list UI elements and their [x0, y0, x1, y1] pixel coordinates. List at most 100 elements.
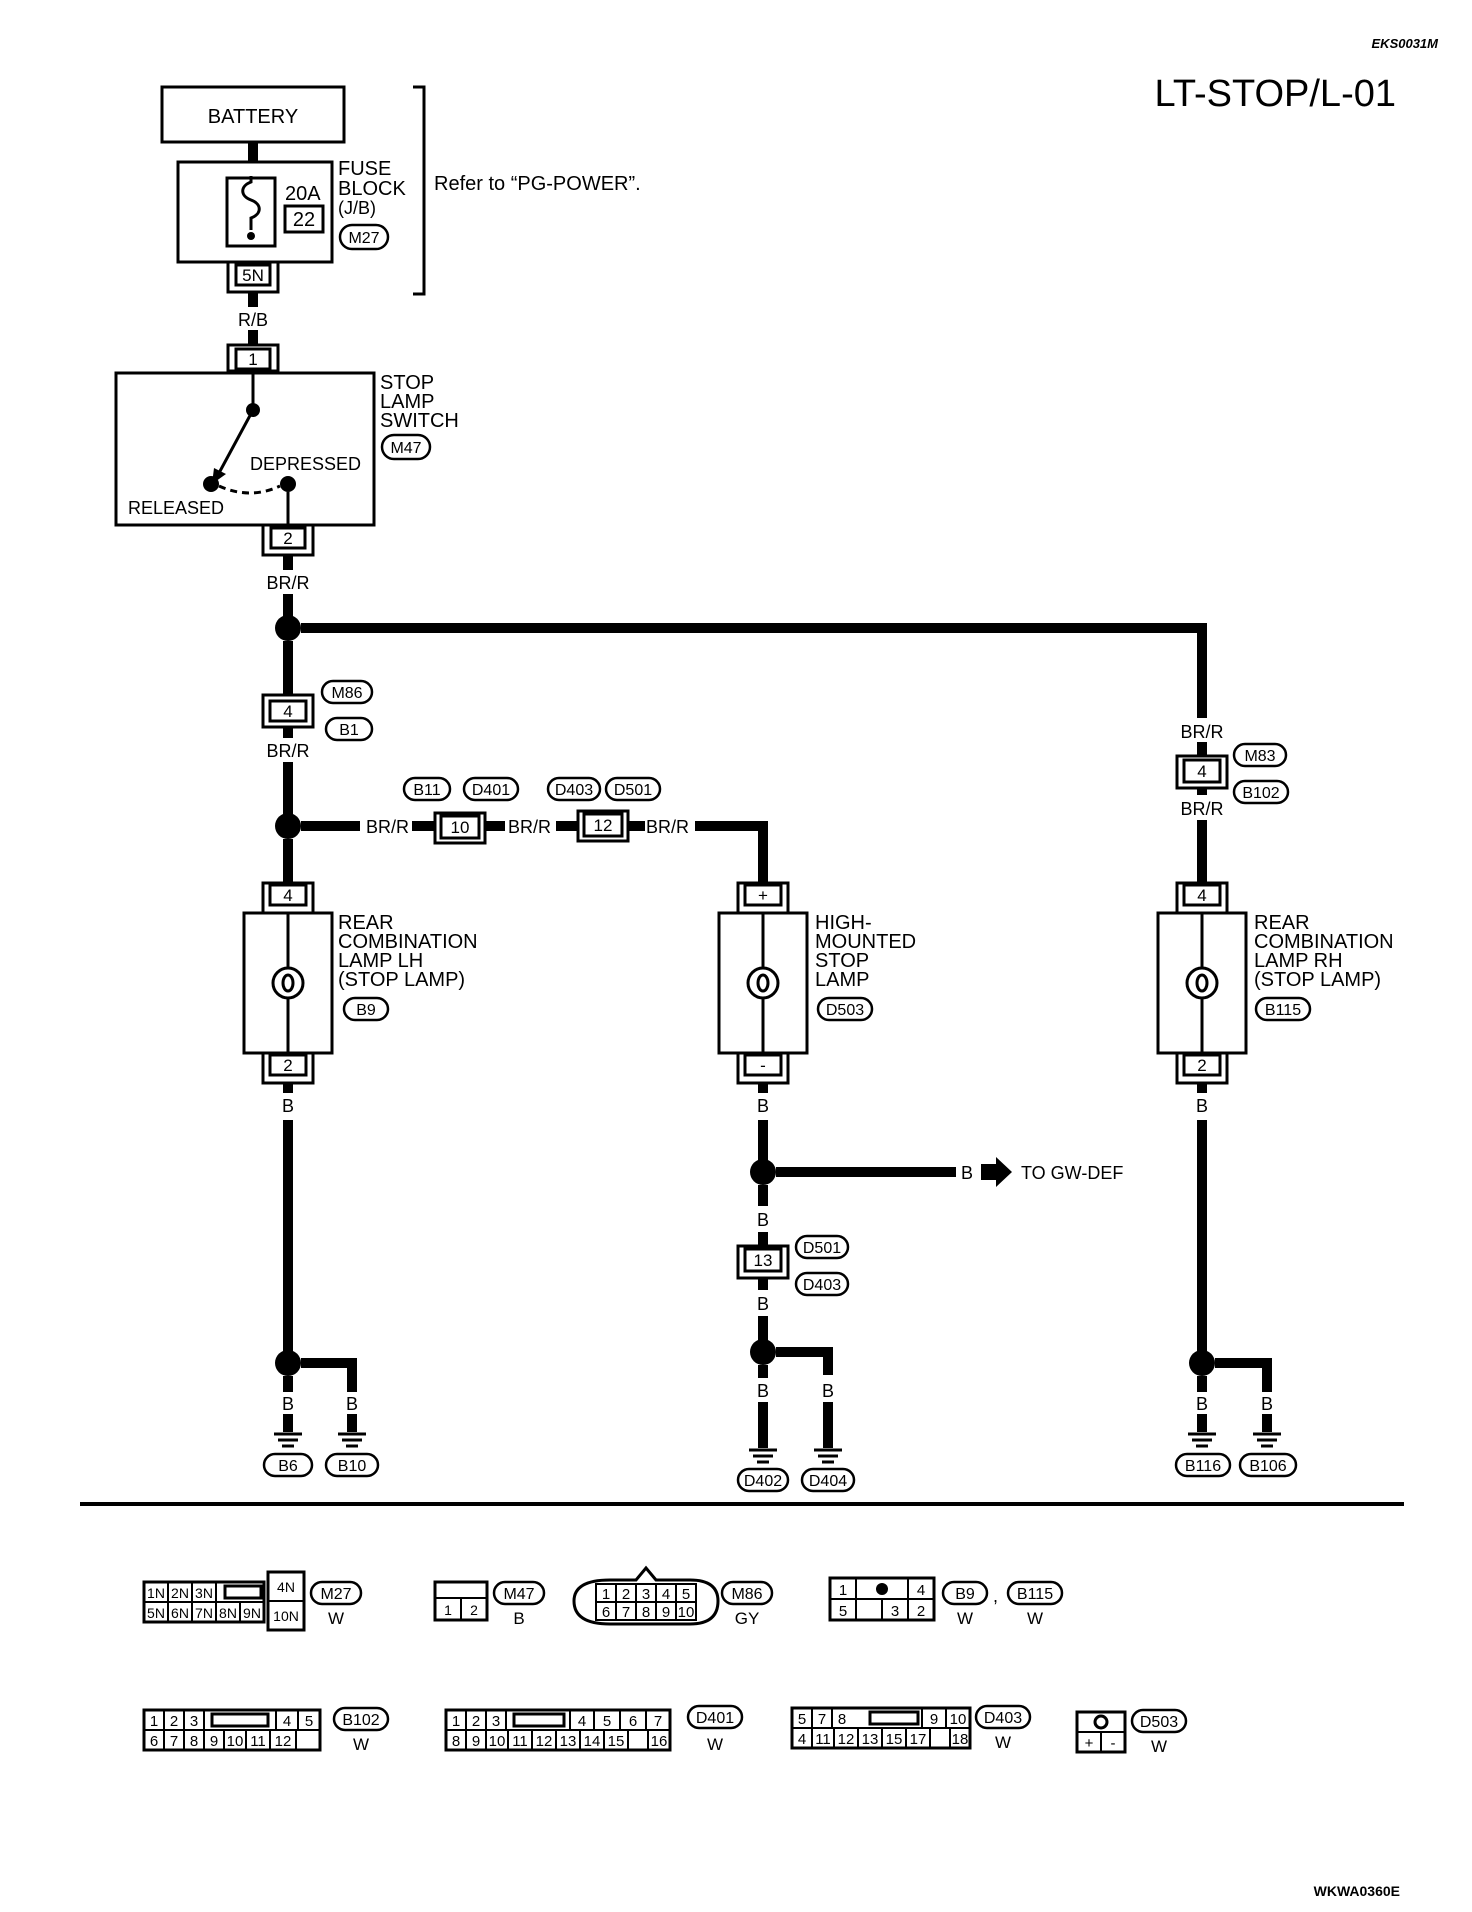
junction-m86-id: M86: [331, 685, 362, 702]
svg-text:BATTERY: BATTERY: [208, 106, 298, 128]
lamp-rh-label-4: (STOP LAMP): [1254, 969, 1381, 991]
junction-b102-id: B102: [1242, 785, 1279, 802]
switch-pin-1: 1: [248, 350, 257, 369]
wire-b-lh-1: B: [282, 1096, 294, 1116]
fuse-block-label-3: (J/B): [338, 198, 376, 218]
wire-b-rh-1: B: [1196, 1096, 1208, 1116]
ground-b106: B106: [1238, 1432, 1298, 1478]
svg-text:B10: B10: [338, 1458, 367, 1475]
svg-text:7N: 7N: [195, 1605, 213, 1621]
junction-m83-id: M83: [1244, 748, 1275, 765]
svg-text:10: 10: [489, 1733, 506, 1750]
switch-label-2: LAMP: [380, 391, 434, 413]
wire-b-hm-1: B: [757, 1096, 769, 1116]
lamp-rh-label-3: LAMP RH: [1254, 950, 1343, 972]
switch-released-label: RELEASED: [128, 498, 224, 518]
svg-text:9: 9: [662, 1604, 670, 1621]
svg-text:9N: 9N: [243, 1605, 261, 1621]
lamp-lh-connector-id: B9: [356, 1002, 376, 1019]
fuse-block: 20A 22 FUSE BLOCK (J/B) M27: [176, 158, 406, 264]
svg-text:B106: B106: [1249, 1458, 1286, 1475]
svg-text:W: W: [1151, 1737, 1167, 1756]
svg-text:3: 3: [492, 1713, 500, 1730]
connector-d403: 5 7 8 9 10 4 11 12 13 15 17 18 D403 W: [790, 1704, 1032, 1752]
wire-b-hm-4: B: [757, 1381, 769, 1401]
switch-connector-id: M47: [390, 440, 421, 457]
svg-text:10: 10: [950, 1711, 967, 1728]
svg-text:11: 11: [250, 1733, 266, 1750]
junction-d501-lower-id: D501: [803, 1240, 841, 1257]
fuse-block-label-2: BLOCK: [338, 178, 406, 200]
lamp-rh-pin-top: 4: [1197, 886, 1206, 905]
svg-text:B115: B115: [1017, 1586, 1053, 1603]
svg-text:17: 17: [910, 1731, 927, 1748]
svg-text:D403: D403: [984, 1710, 1022, 1727]
svg-text:2: 2: [472, 1713, 480, 1730]
fuse-pin-5n: 5N: [242, 266, 264, 285]
wire-rb: R/B: [238, 310, 268, 330]
lamp-lh-pin-top: 4: [283, 886, 292, 905]
svg-text:2: 2: [170, 1713, 178, 1730]
lamp-hm-pin-top: +: [758, 886, 768, 905]
svg-text:12: 12: [536, 1733, 553, 1750]
svg-text:6: 6: [150, 1733, 158, 1750]
svg-text:10N: 10N: [273, 1608, 299, 1624]
svg-text:B: B: [513, 1609, 524, 1628]
svg-text:2: 2: [470, 1602, 478, 1618]
junction-d403-pin: 12: [594, 816, 613, 835]
wire-brr-1: BR/R: [266, 573, 309, 593]
junction-d501-id: D501: [614, 782, 652, 799]
svg-text:8N: 8N: [219, 1605, 237, 1621]
lamp-hm-label-3: STOP: [815, 950, 869, 972]
fuse-block-label-1: FUSE: [338, 158, 391, 180]
lamp-lh-pin-bottom: 2: [283, 1056, 292, 1075]
svg-text:7: 7: [622, 1604, 630, 1621]
svg-text:2: 2: [622, 1586, 630, 1603]
svg-text:W: W: [957, 1609, 973, 1628]
svg-text:7: 7: [170, 1733, 178, 1750]
ground-b6: B6: [262, 1432, 314, 1478]
rear-combination-lamp-rh: [1156, 911, 1248, 1055]
connector-d401: 1 2 3 4 5 6 7 8 9 10 11 12 13 14 15 16 D…: [444, 1704, 744, 1754]
svg-text:11: 11: [815, 1731, 831, 1748]
wire-brr-rh-1: BR/R: [1180, 722, 1223, 742]
svg-text:M27: M27: [320, 1586, 351, 1603]
lamp-rh-connector-id: B115: [1265, 1002, 1301, 1019]
svg-text:8: 8: [452, 1733, 460, 1750]
svg-text:6N: 6N: [171, 1605, 189, 1621]
refer-bracket: [413, 85, 426, 296]
switch-label-1: STOP: [380, 372, 434, 394]
svg-text:8: 8: [190, 1733, 198, 1750]
footer-code: WKWA0360E: [1314, 1883, 1400, 1899]
svg-text:B9: B9: [955, 1586, 975, 1603]
svg-text:3: 3: [642, 1586, 650, 1603]
wire-brr-4: BR/R: [508, 817, 551, 837]
svg-text:3: 3: [891, 1603, 899, 1620]
svg-text:8: 8: [642, 1604, 650, 1621]
lamp-hm-label-2: MOUNTED: [815, 931, 916, 953]
switch-depressed-label: DEPRESSED: [250, 454, 361, 474]
svg-text:4: 4: [578, 1713, 586, 1730]
switch-pin-2: 2: [283, 529, 292, 548]
svg-text:D503: D503: [1140, 1714, 1178, 1731]
svg-text:5: 5: [839, 1603, 847, 1620]
svg-text:4: 4: [662, 1586, 670, 1603]
svg-text:GY: GY: [735, 1609, 760, 1628]
wire-b-lh-3: B: [346, 1394, 358, 1414]
svg-text:M86: M86: [731, 1586, 762, 1603]
connector-m27: 1N 2N 3N 5N 6N 7N 8N 9N 4N 10N M27 W: [142, 1570, 363, 1632]
wire-b-rh-3: B: [1261, 1394, 1273, 1414]
lamp-lh-label-4: (STOP LAMP): [338, 969, 465, 991]
svg-text:5: 5: [305, 1713, 313, 1730]
page-title: LT-STOP/L-01: [1155, 73, 1396, 115]
svg-text:B6: B6: [278, 1458, 298, 1475]
svg-text:5: 5: [682, 1586, 690, 1603]
arrow-right-icon: [981, 1157, 1012, 1187]
svg-text:9: 9: [472, 1733, 480, 1750]
svg-text:1: 1: [839, 1582, 847, 1599]
stop-lamp-switch: DEPRESSED RELEASED: [114, 371, 376, 527]
junction-d403-id: D403: [555, 782, 593, 799]
junction-m83-pin: 4: [1197, 762, 1206, 781]
svg-text:+: +: [1085, 1735, 1094, 1752]
high-mounted-stop-lamp: [717, 911, 809, 1055]
